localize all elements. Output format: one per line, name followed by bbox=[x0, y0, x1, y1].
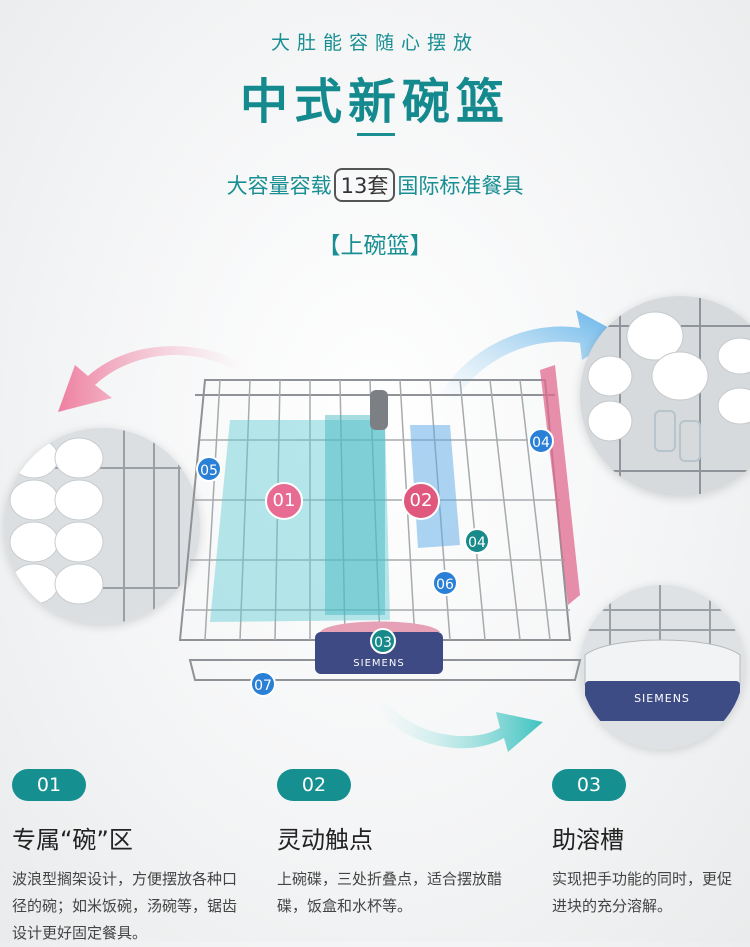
feature-02-title: 灵动触点 bbox=[277, 826, 373, 854]
bowls-photo bbox=[4, 428, 200, 624]
capacity-prefix: 大容量容载 bbox=[226, 174, 332, 198]
cups-photo bbox=[580, 296, 750, 496]
feature-02-desc: 上碗碟，三处折叠点，适合摆放醋碟，饭盒和水杯等。 bbox=[277, 870, 503, 915]
feature-03-desc: 实现把手功能的同时，更促进块的充分溶解。 bbox=[552, 870, 733, 915]
brand-plate: SIEMENS bbox=[353, 658, 405, 669]
handle-illustration bbox=[580, 585, 744, 749]
feature-03-title: 助溶槽 bbox=[552, 826, 624, 854]
callout-03: 03 bbox=[370, 628, 396, 654]
capacity-suffix: 国际标准餐具 bbox=[397, 174, 524, 198]
capacity-value: 13套 bbox=[333, 168, 396, 202]
callout-01: 01 bbox=[265, 482, 303, 520]
callout-05: 05 bbox=[196, 456, 222, 482]
feature-01-title: 专属“碗”区 bbox=[12, 826, 133, 854]
title-divider bbox=[357, 133, 395, 136]
pink-arrow-icon bbox=[58, 346, 240, 412]
rack-label: 【上碗篮】 bbox=[317, 233, 433, 259]
callout-02: 02 bbox=[402, 482, 440, 520]
handle-photo: SIEMENS bbox=[580, 585, 744, 749]
cups-illustration bbox=[580, 296, 750, 496]
feature-01-badge: 01 bbox=[12, 769, 86, 801]
dish-rack-illustration bbox=[178, 365, 582, 681]
feature-03-badge: 03 bbox=[552, 769, 626, 801]
brand-plate-zoom: SIEMENS bbox=[634, 692, 690, 705]
feature-02-badge: 02 bbox=[277, 769, 351, 801]
callout-06: 06 bbox=[432, 570, 458, 596]
page-title: 中式新碗篮 bbox=[239, 74, 510, 130]
teal-arrow-icon bbox=[378, 700, 543, 752]
blue-arrow-icon bbox=[440, 310, 622, 400]
tagline: 大肚能容随心摆放 bbox=[270, 32, 479, 54]
callout-07: 07 bbox=[250, 671, 276, 697]
bowls-illustration bbox=[4, 428, 200, 624]
callout-04-pink-rail: 04 bbox=[528, 428, 554, 454]
callout-04: 04 bbox=[464, 528, 490, 554]
feature-01-desc: 波浪型搁架设计，方便摆放各种口径的碗；如米饭碗，汤碗等，锯齿设计更好固定餐具。 bbox=[12, 870, 238, 942]
